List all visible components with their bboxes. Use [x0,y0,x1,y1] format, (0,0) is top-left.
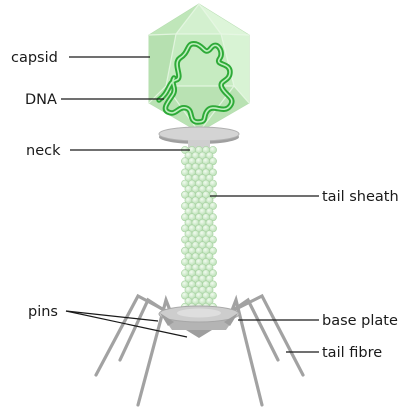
leader-pins-1 [66,311,158,321]
label-pins: pins [28,304,58,320]
neck-collar [159,127,239,148]
label-capsid: capsid [11,50,58,66]
capsid [149,4,249,132]
label-tail-fibre: tail fibre [322,345,382,361]
label-base-plate: base plate [322,313,398,329]
tail-sheath [181,146,216,310]
label-neck: neck [26,143,61,159]
label-tail-sheath: tail sheath [322,189,399,205]
label-dna: DNA [25,92,57,108]
